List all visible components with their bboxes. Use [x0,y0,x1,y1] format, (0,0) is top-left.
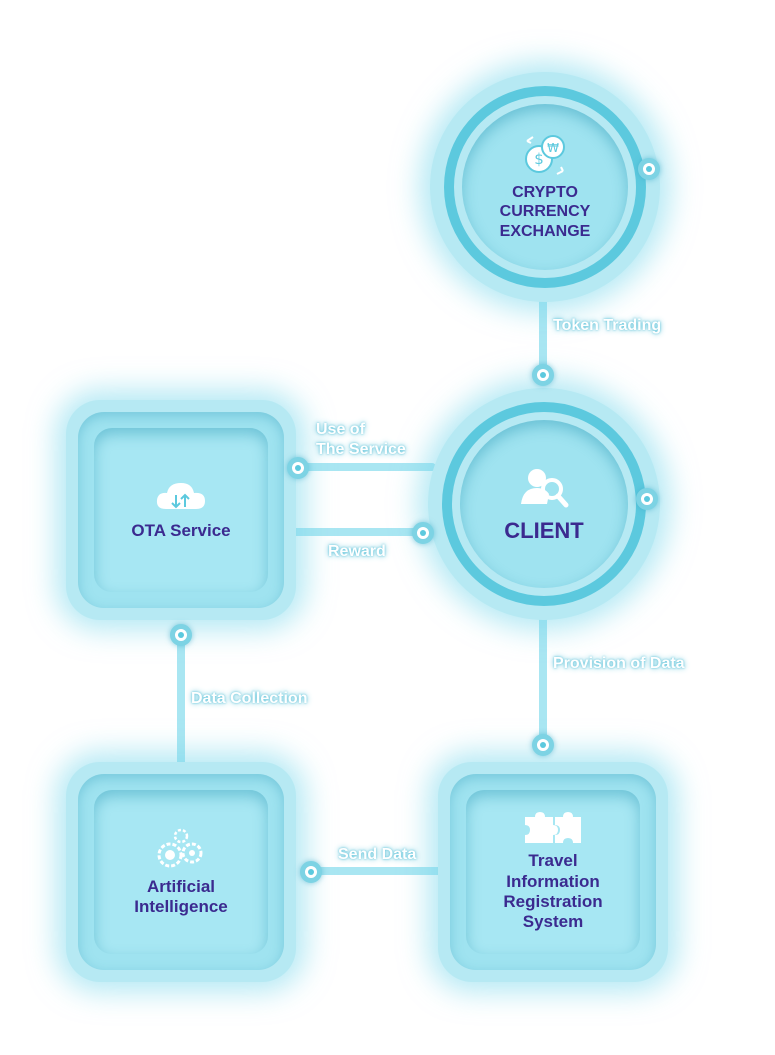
puzzle-icon [523,811,583,845]
label-send-data: Send Data [338,846,417,863]
client-title: CLIENT [504,517,584,543]
port-ota-use [287,457,309,479]
user-search-icon [519,464,569,510]
label-reward: Reward [328,543,386,560]
port-client-right [636,488,658,510]
client-node: CLIENT [428,388,660,620]
port-client-reward [412,522,434,544]
cloud-sync-icon [154,479,208,515]
crypto-exchange-title: CRYPTO CURRENCY EXCHANGE [499,184,591,240]
port-crypto-right [638,158,660,180]
label-token-trading: Token Trading [553,317,662,334]
travel-registration-title: Travel Information Registration System [503,851,603,932]
ota-service-title: OTA Service [131,520,231,540]
ai-node: Artificial Intelligence [66,762,296,982]
port-travel-top [532,734,554,756]
label-data-collection: Data Collection [191,690,308,707]
crypto-exchange-node: $ ₩ CRYPTO CURRENCY EXCHANGE [430,72,660,302]
label-provision-of-data: Provision of Data [553,655,685,672]
ota-service-node: OTA Service [66,400,296,620]
svg-text:$: $ [534,150,544,168]
travel-registration-node: Travel Information Registration System [438,762,668,982]
gears-icon [155,827,207,871]
ai-title: Artificial Intelligence [134,876,228,916]
currency-exchange-icon: $ ₩ [521,133,569,177]
port-client-top [532,364,554,386]
svg-text:₩: ₩ [547,141,559,155]
port-ota-bottom [170,624,192,646]
port-ai-send [300,861,322,883]
label-use-of-service: Use of The Service [316,421,406,458]
